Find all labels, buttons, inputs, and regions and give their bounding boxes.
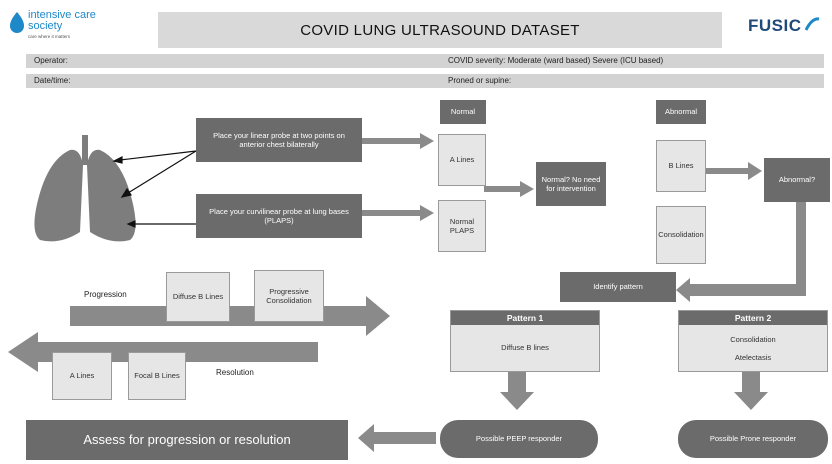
identify-pattern-box: Identify pattern [560, 272, 676, 302]
resolution-label: Resolution [216, 368, 254, 377]
trachea-shape [82, 135, 88, 165]
consolidation-box: Consolidation [656, 206, 706, 264]
pattern2-title: Pattern 2 [679, 311, 827, 325]
abnormal-result-box: Abnormal? [764, 158, 830, 202]
pattern2-card: Pattern 2 Consolidation Atelectasis [678, 310, 828, 372]
info-row-2 [26, 74, 824, 88]
prone-responder-box: Possible Prone responder [678, 420, 828, 458]
ics-logo-line2: society [28, 20, 63, 32]
page-title: COVID LUNG ULTRASOUND DATASET [158, 12, 722, 48]
focal-b-lines-box: Focal B Lines [128, 352, 186, 400]
pattern2-body-consolidation: Consolidation [730, 335, 776, 344]
curvilinear-probe-box: Place your curvilinear probe at lung bas… [196, 194, 362, 238]
left-lung-shape [34, 149, 83, 242]
fusic-logo: FUSIC [748, 16, 802, 35]
linear-probe-box: Place your linear probe at two points on… [196, 118, 362, 162]
fusic-swoosh-icon [804, 17, 820, 31]
resolution-a-lines-box: A Lines [52, 352, 112, 400]
pattern1-title: Pattern 1 [451, 311, 599, 325]
ics-logo-line1: intensive care [28, 9, 96, 21]
position-label: Proned or supine: [448, 76, 512, 85]
right-lung-shape [87, 149, 136, 242]
diffuse-b-lines-box: Diffuse B Lines [166, 272, 230, 322]
normal-result-box: Normal? No need for intervention [536, 162, 606, 206]
pattern2-body-atelectasis: Atelectasis [734, 353, 772, 362]
heart-drop-icon [10, 12, 24, 33]
pattern1-body: Diffuse B lines [501, 343, 549, 352]
normal-header: Normal [440, 100, 486, 124]
assess-box: Assess for progression or resolution [26, 420, 348, 460]
operator-label: Operator: [34, 56, 68, 65]
ics-logo: intensive care society care where it mat… [8, 8, 148, 46]
b-lines-box: B Lines [656, 140, 706, 192]
normal-plaps-box: Normal PLAPS [438, 200, 486, 252]
abnormal-header: Abnormal [656, 100, 706, 124]
progressive-consolidation-box: Progressive Consolidation [254, 270, 324, 322]
severity-label: COVID severity: Moderate (ward based) Se… [448, 56, 664, 65]
a-lines-box: A Lines [438, 134, 486, 186]
pattern1-card: Pattern 1 Diffuse B lines [450, 310, 600, 372]
datetime-label: Date/time: [34, 76, 71, 85]
info-row-1 [26, 54, 824, 68]
peep-responder-box: Possible PEEP responder [440, 420, 598, 458]
ics-logo-tagline: care where it matters [28, 34, 71, 39]
progression-label: Progression [84, 290, 127, 299]
